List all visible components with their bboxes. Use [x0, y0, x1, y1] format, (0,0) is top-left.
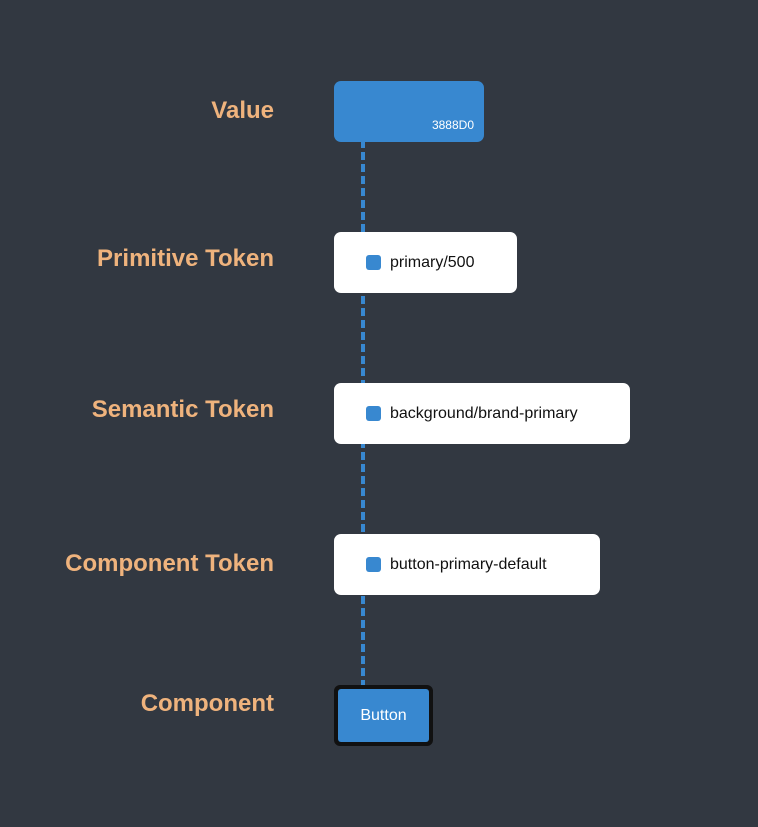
- color-swatch-icon: [366, 406, 381, 421]
- color-swatch-icon: [366, 255, 381, 270]
- label-value: Value: [211, 97, 274, 124]
- label-component: Component: [140, 690, 274, 717]
- label-semantic-token: Semantic Token: [91, 396, 274, 423]
- component-button-label: Button: [338, 689, 429, 742]
- value-color-swatch: 3888D0: [334, 81, 484, 142]
- component-token-card: button-primary-default: [334, 534, 600, 595]
- semantic-token-name: background/brand-primary: [390, 404, 578, 422]
- semantic-token-card: background/brand-primary: [334, 383, 630, 444]
- color-swatch-icon: [366, 557, 381, 572]
- primitive-token-name: primary/500: [390, 253, 475, 271]
- component-token-name: button-primary-default: [390, 555, 547, 573]
- label-primitive-token: Primitive Token: [97, 245, 274, 272]
- component-button[interactable]: Button: [334, 685, 433, 746]
- label-component-token: Component Token: [65, 550, 274, 577]
- primitive-token-card: primary/500: [334, 232, 517, 293]
- value-hex-code: 3888D0: [431, 118, 474, 132]
